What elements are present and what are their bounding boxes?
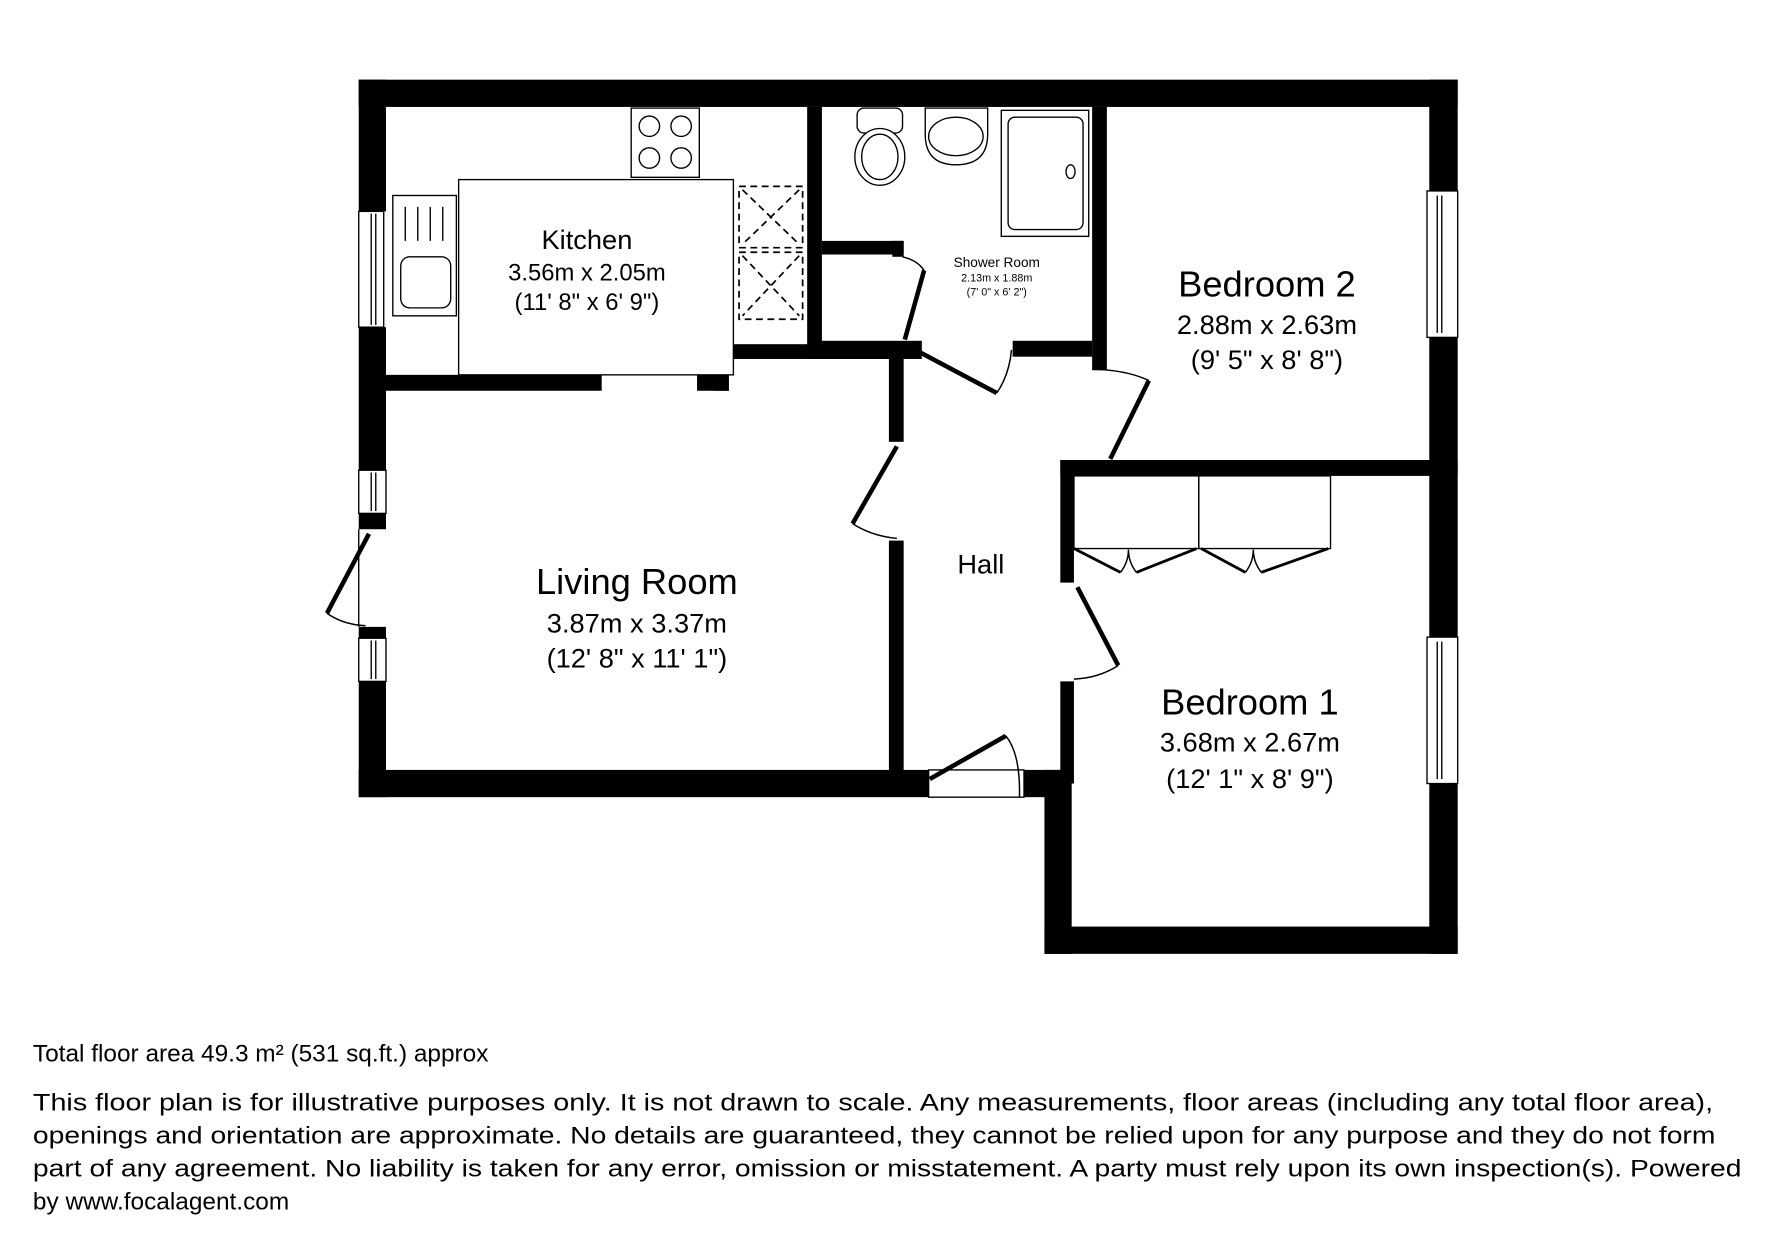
room-imperial: (12' 8" x 11' 1") — [547, 643, 728, 674]
toilet-icon — [854, 107, 906, 186]
room-imperial: (7' 0" x 6' 2") — [967, 286, 1027, 298]
label-bedroom1: Bedroom 1 3.68m x 2.67m (12' 1" x 8' 9") — [1160, 681, 1340, 794]
label-bedroom2: Bedroom 2 2.88m x 2.63m (9' 5" x 8' 8") — [1177, 264, 1357, 376]
room-name: Bedroom 1 — [1161, 681, 1339, 722]
room-metric: 3.56m x 2.05m — [508, 260, 666, 287]
room-labels: Kitchen 3.56m x 2.05m (11' 8" x 6' 9") S… — [508, 224, 1357, 794]
total-floor-area: Total floor area 49.3 m² (531 sq.ft.) ap… — [33, 1041, 489, 1068]
door-entrance — [927, 733, 1025, 798]
room-imperial: (11' 8" x 6' 9") — [515, 289, 660, 316]
room-name: Shower Room — [954, 255, 1040, 270]
hob-icon — [630, 107, 700, 178]
window-living-upper — [358, 469, 387, 515]
room-metric: 2.13m x 1.88m — [961, 273, 1032, 285]
disclaimer-line: part of any agreement. No liability is t… — [33, 1155, 1742, 1182]
door-living-external — [324, 529, 371, 627]
disclaimer-line: This floor plan is for illustrative purp… — [33, 1089, 1713, 1116]
window-living-lower — [358, 637, 387, 683]
footer: Total floor area 49.3 m² (531 sq.ft.) ap… — [33, 1041, 1742, 1216]
label-hall: Hall — [957, 549, 1004, 580]
shower-tray-icon — [1000, 109, 1090, 238]
door-bedroom2 — [1094, 368, 1151, 460]
basin-icon — [924, 107, 989, 166]
disclaimer-line: by www.focalagent.com — [33, 1188, 289, 1215]
room-metric: 2.88m x 2.63m — [1177, 309, 1357, 340]
kitchen-worktop — [457, 178, 735, 376]
door-bedroom1 — [1073, 586, 1121, 680]
windows — [358, 190, 1459, 785]
room-name: Kitchen — [542, 224, 633, 255]
label-living-room: Living Room 3.87m x 3.37m (12' 8" x 11' … — [536, 561, 738, 674]
walls — [358, 79, 1458, 954]
label-shower-room: Shower Room 2.13m x 1.88m (7' 0" x 6' 2"… — [954, 255, 1040, 298]
room-imperial: (12' 1" x 8' 9") — [1166, 763, 1334, 794]
door-shower-room — [902, 256, 1013, 396]
room-name: Bedroom 2 — [1178, 264, 1356, 305]
label-kitchen: Kitchen 3.56m x 2.05m (11' 8" x 6' 9") — [508, 224, 666, 316]
doors — [324, 256, 1151, 798]
window-bedroom2 — [1426, 190, 1459, 339]
window-bedroom1 — [1426, 636, 1459, 785]
room-metric: 3.68m x 2.67m — [1160, 727, 1340, 758]
fixtures — [392, 107, 1332, 574]
disclaimer-line: openings and orientation are approximate… — [33, 1122, 1715, 1149]
door-living-room — [850, 445, 899, 540]
room-imperial: (9' 5" x 8' 8") — [1191, 344, 1343, 375]
room-metric: 3.87m x 3.37m — [547, 608, 727, 639]
room-name: Hall — [957, 549, 1004, 580]
wardrobes — [1073, 475, 1332, 574]
appliance-spaces — [738, 185, 804, 321]
window-kitchen — [358, 210, 385, 328]
sink-icon — [392, 194, 458, 317]
room-name: Living Room — [536, 561, 738, 602]
